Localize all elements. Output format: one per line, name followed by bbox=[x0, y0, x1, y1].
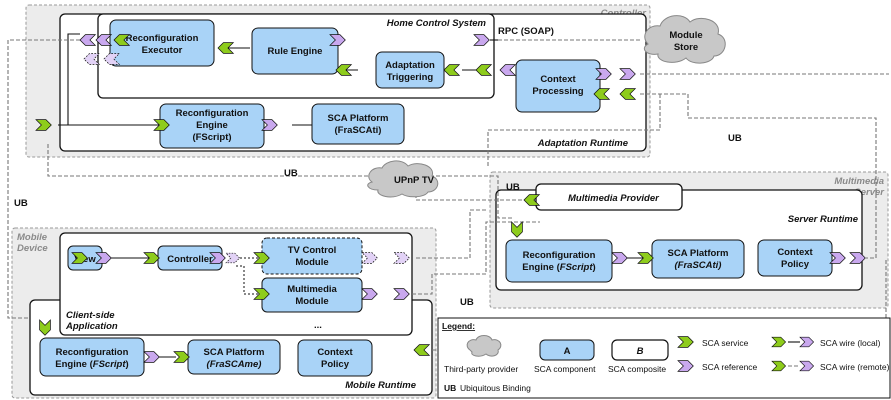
adaptation-triggering-line2: Triggering bbox=[387, 72, 434, 83]
upnp-tv-cloud[interactable]: UPnP TV bbox=[367, 160, 439, 198]
legend-wire-local: SCA wire (local) bbox=[820, 338, 881, 348]
ub-label-mobile-server: UB bbox=[460, 297, 474, 308]
ub-label-server: UB bbox=[506, 182, 520, 193]
svg-text:Policy: Policy bbox=[781, 259, 810, 270]
sca-platform-controller[interactable]: SCA Platform (FraSCAti) bbox=[311, 103, 405, 145]
module-store-cloud[interactable]: Module Store bbox=[643, 15, 726, 64]
svg-text:(FraSCAme): (FraSCAme) bbox=[207, 359, 262, 370]
remote-wire-left-loop bbox=[7, 39, 86, 319]
adaptation-runtime-label: Adaptation Runtime bbox=[537, 138, 629, 149]
remote-wire-context-in bbox=[640, 93, 877, 259]
svg-text:SCA Platform: SCA Platform bbox=[328, 113, 389, 124]
svg-text:Context: Context bbox=[777, 247, 813, 258]
legend-cloud-icon bbox=[466, 335, 502, 357]
controller-label: Controller bbox=[167, 254, 213, 265]
rpc-soap-label: RPC (SOAP) bbox=[498, 26, 554, 37]
multimedia-module[interactable]: Multimedia Module bbox=[261, 277, 363, 313]
legend-composite-letter: B bbox=[637, 346, 644, 357]
svg-text:Engine: Engine bbox=[196, 120, 228, 131]
reconfiguration-engine-controller[interactable]: Reconfiguration Engine (FScript) bbox=[159, 103, 265, 149]
multimedia-provider-label: Multimedia Provider bbox=[568, 193, 660, 204]
svg-text:SCA Platform: SCA Platform bbox=[204, 347, 265, 358]
svg-text:Module: Module bbox=[295, 296, 328, 307]
legend-title: Legend: bbox=[442, 321, 475, 331]
mobile-runtime-label: Mobile Runtime bbox=[345, 380, 416, 391]
legend: Legend: Third-party provider A SCA compo… bbox=[437, 317, 891, 399]
reconfiguration-executor-line2: Executor bbox=[142, 45, 183, 56]
ub-label-ctrl-server: UB bbox=[728, 133, 742, 144]
context-processing[interactable]: Context Processing bbox=[515, 59, 601, 113]
ub-label-ctrl-mobile: UB bbox=[284, 168, 298, 179]
svg-text:Engine (FScript): Engine (FScript) bbox=[55, 359, 128, 370]
legend-composite-box bbox=[611, 339, 669, 361]
legend-ub-abbrev: UB bbox=[444, 383, 456, 393]
legend-service: SCA service bbox=[702, 338, 749, 348]
controller-component[interactable]: Controller bbox=[157, 245, 223, 271]
svg-text:Module: Module bbox=[669, 30, 702, 41]
wire-controller-to-multimedia bbox=[236, 265, 262, 295]
svg-text:Module: Module bbox=[295, 257, 328, 268]
adaptation-triggering-line1: Adaptation bbox=[385, 60, 435, 71]
upnp-tv-label: UPnP TV bbox=[394, 175, 435, 186]
reconfiguration-engine-server[interactable]: Reconfiguration Engine (FScript) bbox=[505, 239, 613, 283]
legend-wire-remote: SCA wire (remote) bbox=[820, 362, 890, 372]
legend-third-party: Third-party provider bbox=[444, 364, 518, 374]
context-processing-line2: Processing bbox=[532, 86, 583, 97]
legend-reference: SCA reference bbox=[702, 362, 758, 372]
remote-wire-tv-upnp bbox=[416, 209, 486, 259]
svg-text:(FScript): (FScript) bbox=[192, 132, 231, 143]
legend-component-letter: A bbox=[564, 346, 571, 357]
svg-text:(FraSCAti): (FraSCAti) bbox=[675, 260, 722, 271]
svg-text:TV Control: TV Control bbox=[288, 245, 337, 256]
sca-platform-mobile[interactable]: SCA Platform (FraSCAme) bbox=[187, 339, 281, 375]
remote-wire-ub-server bbox=[47, 144, 512, 219]
svg-text:Context: Context bbox=[317, 347, 353, 358]
adaptation-triggering[interactable]: Adaptation Triggering bbox=[375, 51, 445, 89]
svg-text:Policy: Policy bbox=[321, 359, 350, 370]
svg-text:Engine (FScript): Engine (FScript) bbox=[522, 262, 595, 273]
legend-component-box bbox=[539, 339, 595, 361]
wire-left-trunk bbox=[67, 33, 80, 125]
tv-control-module[interactable]: TV Control Module bbox=[261, 237, 363, 275]
svg-text:(FraSCAti): (FraSCAti) bbox=[335, 125, 382, 136]
svg-text:SCA Platform: SCA Platform bbox=[668, 248, 729, 259]
rule-engine[interactable]: Rule Engine bbox=[251, 27, 339, 75]
home-control-system-label: Home Control System bbox=[387, 18, 487, 29]
more-modules-ellipsis: ... bbox=[314, 320, 322, 331]
rule-engine-label: Rule Engine bbox=[268, 46, 323, 57]
svg-text:Store: Store bbox=[674, 42, 698, 53]
remote-wire-multimedia-server bbox=[412, 221, 540, 295]
context-policy-mobile[interactable]: Context Policy bbox=[297, 339, 373, 377]
reconfiguration-executor-line1: Reconfiguration bbox=[126, 33, 199, 44]
svg-text:Reconfiguration: Reconfiguration bbox=[176, 108, 249, 119]
context-policy-server[interactable]: Context Policy bbox=[757, 239, 833, 277]
svg-text:Multimedia: Multimedia bbox=[287, 284, 337, 295]
reconfiguration-engine-mobile[interactable]: Reconfiguration Engine (FScript) bbox=[39, 337, 145, 377]
server-runtime-label: Server Runtime bbox=[788, 214, 859, 225]
remote-wire-ctrl-server bbox=[487, 94, 661, 168]
ub-label-left: UB bbox=[14, 198, 28, 209]
legend-component: SCA component bbox=[534, 364, 596, 374]
context-processing-line1: Context bbox=[540, 74, 576, 85]
sca-platform-server[interactable]: SCA Platform (FraSCAti) bbox=[651, 239, 745, 279]
legend-ub-full: Ubiquitous Binding bbox=[460, 383, 531, 393]
svg-text:Reconfiguration: Reconfiguration bbox=[56, 347, 129, 358]
reconfiguration-executor[interactable]: Reconfiguration Executor bbox=[109, 19, 215, 67]
svg-text:Reconfiguration: Reconfiguration bbox=[523, 250, 596, 261]
legend-composite: SCA composite bbox=[608, 364, 666, 374]
